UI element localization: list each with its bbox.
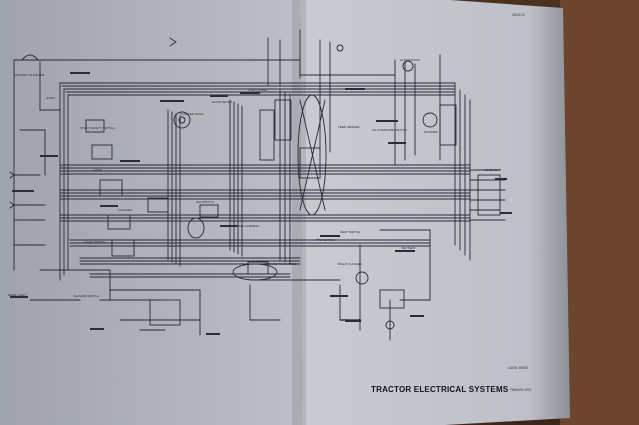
diagram-label-fuse: FUSE — [94, 168, 103, 172]
diagram-label-hazard: HAZARD SWITCH — [74, 294, 99, 298]
diagram-label-right-flasher: RIGHT FLASHER — [338, 262, 362, 266]
diagram-label-cluster: CLUSTER GAGE — [180, 112, 204, 116]
diagram-label-seat-switch: SEAT SWITCH — [340, 230, 361, 234]
diagram-label-pto-switch: PTO SWITCH — [316, 238, 335, 242]
diagram-label-fuel-gauge: FUEL GAUGE — [248, 88, 268, 92]
figure-code: L6001 6W03 — [508, 366, 528, 370]
page-caption: TRACTOR ELECTRICAL SYSTEMS — [371, 385, 509, 394]
diagram-label-temp-sender: TEMP SENDER — [338, 125, 360, 129]
diagram-label-wire-harness: WIRE HARNESS — [236, 224, 260, 228]
diagram-label-battery: BATTERY — [402, 246, 416, 250]
diagram-label-rear-light: REAR LIGHT — [8, 293, 27, 297]
desk-edge — [560, 0, 639, 425]
print-code: 7896493 3/91 — [510, 388, 532, 392]
diagram-label-flasher: FLASHER — [118, 208, 132, 212]
wiring-diagram — [9, 29, 506, 341]
diagram-label-start-safety: START SAFETY SWITCH — [80, 126, 115, 130]
diagram-label-alternator: ALTERNATOR — [400, 58, 420, 62]
diagram-label-headlight: HEADLIGHT — [484, 168, 502, 172]
diagram-label-left-flasher: LEFT FLASHER — [340, 318, 362, 322]
diagram-label-ground: GROUND TO ENGINE — [14, 73, 45, 77]
page-number: 4002-3 — [512, 12, 525, 17]
diagram-label-ign-switch: IGN SWITCH — [196, 200, 214, 204]
left-page — [0, 0, 302, 425]
diagram-label-oil-pressure: OIL PRESSURE SWITCH — [372, 128, 407, 132]
diagram-label-horn: HORN — [46, 96, 55, 100]
diagram-label-starter: STARTER — [424, 130, 438, 134]
diagram-label-light-switch: LIGHT SWITCH — [84, 240, 106, 244]
label-blocks — [10, 72, 512, 335]
right-page — [300, 0, 570, 425]
diagram-label-hour-meter: HOUR METER — [212, 100, 233, 104]
diagram-label-ground-chassis: GROUND TO CHASSIS — [264, 262, 297, 266]
spine-shadow — [292, 0, 306, 425]
